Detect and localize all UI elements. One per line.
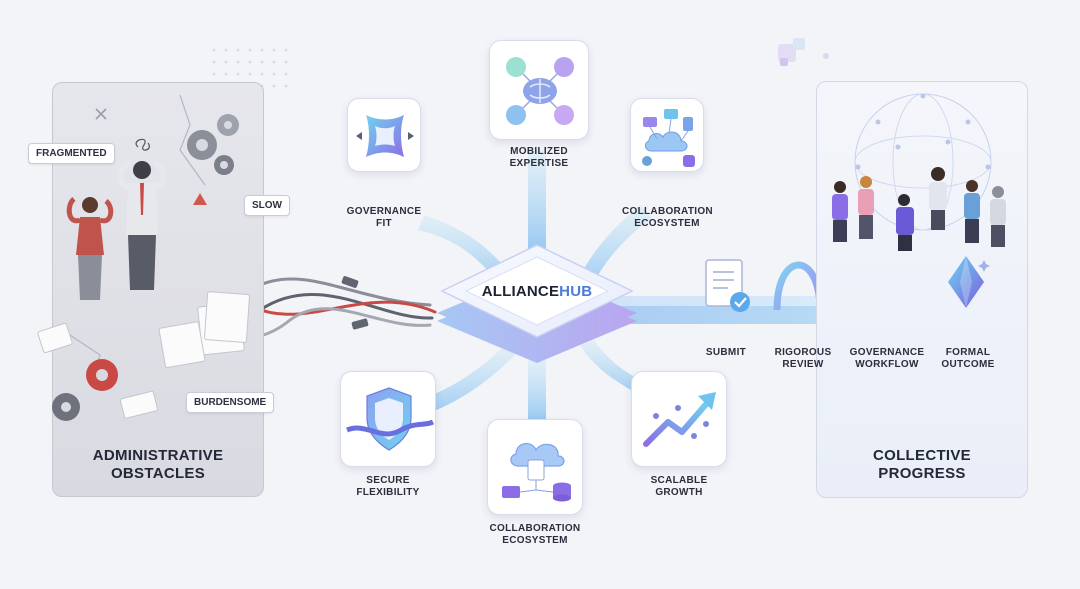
secure-flexibility-label: SECURE FLEXIBILITY xyxy=(356,475,420,498)
scalable-growth-label: SCALABLE GROWTH xyxy=(650,475,708,498)
secure-flexibility-card xyxy=(340,371,436,467)
collaboration-ecosystem-top-label: COLLABORATION ECOSYSTEM xyxy=(622,206,713,229)
alliance-hub-label: ALLIANCEHUB xyxy=(455,283,619,300)
governance-fit-card xyxy=(347,98,421,172)
fragmented-tag: FRAGMENTED xyxy=(28,143,115,164)
administrative-obstacles-title: ADMINISTRATIVE OBSTACLES xyxy=(92,447,224,482)
shield-icon xyxy=(346,387,435,451)
rigorous-review-step-label: RIGOROUS REVIEW xyxy=(774,347,832,370)
slow-tag: SLOW xyxy=(244,195,290,216)
scalable-growth-card xyxy=(631,371,727,467)
governance-workflow-step-label: GOVERNANCE WORKFLOW xyxy=(849,347,925,370)
obstacles-illustration xyxy=(37,95,250,421)
collaboration-ecosystem-bottom-card xyxy=(487,419,583,515)
gear-icon xyxy=(187,114,239,175)
collaboration-ecosystem-top-card xyxy=(630,98,704,172)
diamond-icon xyxy=(948,256,990,308)
submit-step-label: SUBMIT xyxy=(705,347,747,358)
mobilized-expertise-label: MOBILIZED EXPERTISE xyxy=(509,146,569,169)
governance-fit-label: GOVERNANCE FIT xyxy=(346,206,422,229)
collaboration-ecosystem-bottom-label: COLLABORATION ECOSYSTEM xyxy=(489,523,581,546)
formal-outcome-step-label: FORMAL OUTCOME xyxy=(941,347,995,370)
hub-label-main: ALLIANCE xyxy=(481,283,560,300)
cloud-network-icon xyxy=(642,109,695,167)
mobilized-expertise-card xyxy=(489,40,589,140)
alliance-hub-platform xyxy=(437,244,637,363)
burdensome-tag: BURDENSOME xyxy=(186,392,275,413)
cloud-database-icon xyxy=(502,443,571,502)
growth-chart-icon xyxy=(643,392,716,447)
frame-icon xyxy=(356,115,414,157)
collective-progress-panel xyxy=(816,81,1028,498)
brain-network-icon xyxy=(506,57,574,125)
collective-progress-title: COLLECTIVE PROGRESS xyxy=(872,447,971,482)
document-check-icon xyxy=(705,259,750,312)
collaboration-illustration xyxy=(832,93,1006,251)
hub-label-accent: HUB xyxy=(559,283,593,300)
